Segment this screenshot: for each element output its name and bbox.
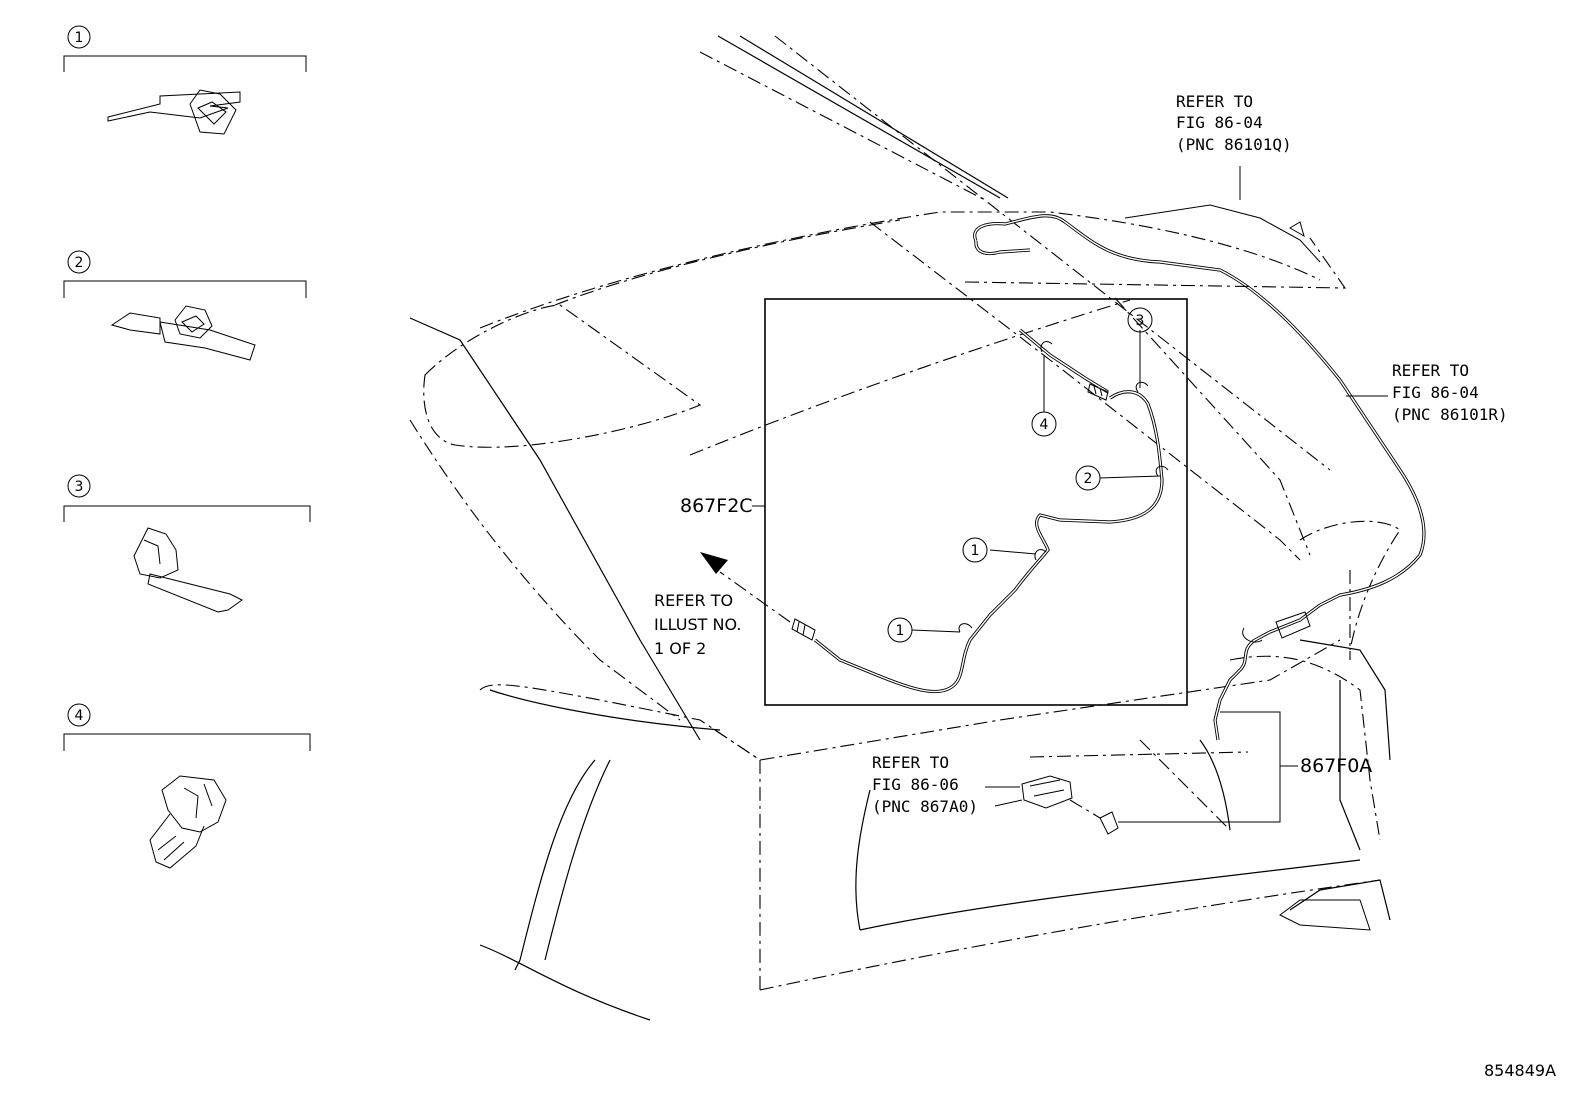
clip-item-4-number: 4 [75,708,84,724]
callout-1-lower: 1 [887,617,913,643]
svg-text:1: 1 [896,623,905,639]
part-number-867F0A: 867F0A [1300,755,1372,777]
callout-4: 4 [1031,411,1057,437]
clip-item-3: 3 [63,474,311,613]
clip-4-icon [149,775,227,869]
callout-1-upper: 1 [962,537,988,563]
part-number-867F2C: 867F2C [680,495,753,517]
reference-bottom: REFER TO FIG 86-06 (PNC 867A0) [872,753,978,816]
svg-text:4: 4 [1040,417,1049,433]
callout-3: 3 [1127,307,1153,333]
svg-text:(PNC 86101Q): (PNC 86101Q) [1176,135,1292,154]
svg-text:FIG 86-06: FIG 86-06 [872,775,959,794]
clip-3-icon [133,527,243,613]
clip-item-1-number: 1 [75,30,84,46]
diagram-id: 854849A [1484,1061,1556,1080]
reference-illust: REFER TO ILLUST NO. 1 OF 2 [654,591,741,658]
upper-harness [964,204,1426,607]
svg-text:(PNC 867A0): (PNC 867A0) [872,797,978,816]
clip-item-2-number: 2 [75,255,84,271]
svg-text:(PNC 86101R): (PNC 86101R) [1392,405,1508,424]
clip-item-3-number: 3 [75,479,84,495]
callout-2: 2 [1075,465,1101,491]
harness-867F0A [985,603,1321,835]
svg-text:1 OF 2: 1 OF 2 [654,639,706,658]
clip-item-2: 2 [63,250,307,361]
svg-text:FIG 86-04: FIG 86-04 [1176,113,1263,132]
svg-text:ILLUST NO.: ILLUST NO. [654,615,741,634]
svg-text:REFER TO: REFER TO [1176,92,1253,111]
svg-text:FIG 86-04: FIG 86-04 [1392,383,1479,402]
license-lamp-icon [1021,775,1073,809]
reference-right: REFER TO FIG 86-04 (PNC 86101R) [1392,361,1508,424]
refer-arrow [700,552,791,623]
detail-box-867F2C [764,298,1188,706]
clip-item-1: 1 [63,25,307,135]
svg-text:REFER TO: REFER TO [872,753,949,772]
clip-2-icon [110,305,256,361]
svg-text:2: 2 [1084,471,1093,487]
vehicle-body-outline [409,35,1401,1021]
clip-item-4: 4 [63,703,311,869]
svg-text:1: 1 [971,543,980,559]
svg-text:REFER TO: REFER TO [1392,361,1469,380]
clip-1-icon [107,89,241,135]
svg-text:3: 3 [1136,313,1145,329]
reference-top: REFER TO FIG 86-04 (PNC 86101Q) [1176,92,1292,154]
harness-867F2C [791,328,1169,694]
svg-text:REFER TO: REFER TO [654,591,733,610]
